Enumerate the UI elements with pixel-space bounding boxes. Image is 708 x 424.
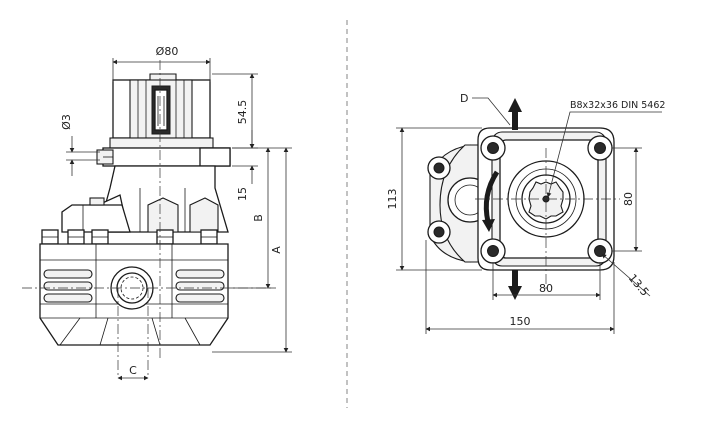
port-d-callout: D [460, 92, 511, 126]
mounting-flange [96, 147, 231, 167]
dim-a-label: A [270, 246, 283, 254]
dim-c-label: C [129, 364, 137, 377]
rotation-arrow-icon [483, 170, 500, 223]
pump-upper-body [61, 165, 229, 233]
dim-diameter-80: Ø80 [112, 45, 211, 82]
dim-c: C [117, 364, 149, 381]
dim-54-5: 54.5 [212, 73, 258, 149]
dim-b-label: B [252, 214, 265, 222]
dim-80-vertical: 80 [612, 147, 642, 252]
length-15-label: 15 [236, 187, 249, 201]
height-113-label: 113 [386, 189, 399, 210]
hole-13-5-label: 13.5 [626, 272, 652, 299]
side-view: Ø80 Ø3 54.5 15 B [22, 45, 292, 381]
dim-15: 15 [232, 130, 258, 201]
spline-spec-label: B8x32x36 DIN 5462 [570, 100, 665, 111]
bolt-spacing-horizontal-label: 80 [539, 282, 553, 295]
dim-80-horizontal: 80 [492, 262, 601, 300]
length-54-5-label: 54.5 [236, 100, 249, 125]
front-view: D B8x32x36 DIN 5462 113 80 80 [386, 92, 665, 334]
diameter-80-label: Ø80 [156, 45, 179, 58]
dim-13-5: 13.5 [601, 253, 652, 299]
dim-b: B [230, 147, 276, 289]
hole-diameter-3-label: Ø3 [60, 114, 73, 130]
width-150-label: 150 [510, 315, 531, 328]
port-d-label: D [460, 92, 468, 105]
splined-shaft [109, 73, 214, 149]
dim-113: 113 [386, 127, 482, 271]
inlet-outlet-arrows [508, 98, 522, 300]
spline-callout: B8x32x36 DIN 5462 [546, 100, 665, 198]
dim-150: 150 [425, 240, 615, 334]
dim-diameter-3: Ø3 [60, 114, 100, 176]
bolt-spacing-vertical-label: 80 [622, 192, 635, 206]
dim-a: A [212, 147, 292, 353]
